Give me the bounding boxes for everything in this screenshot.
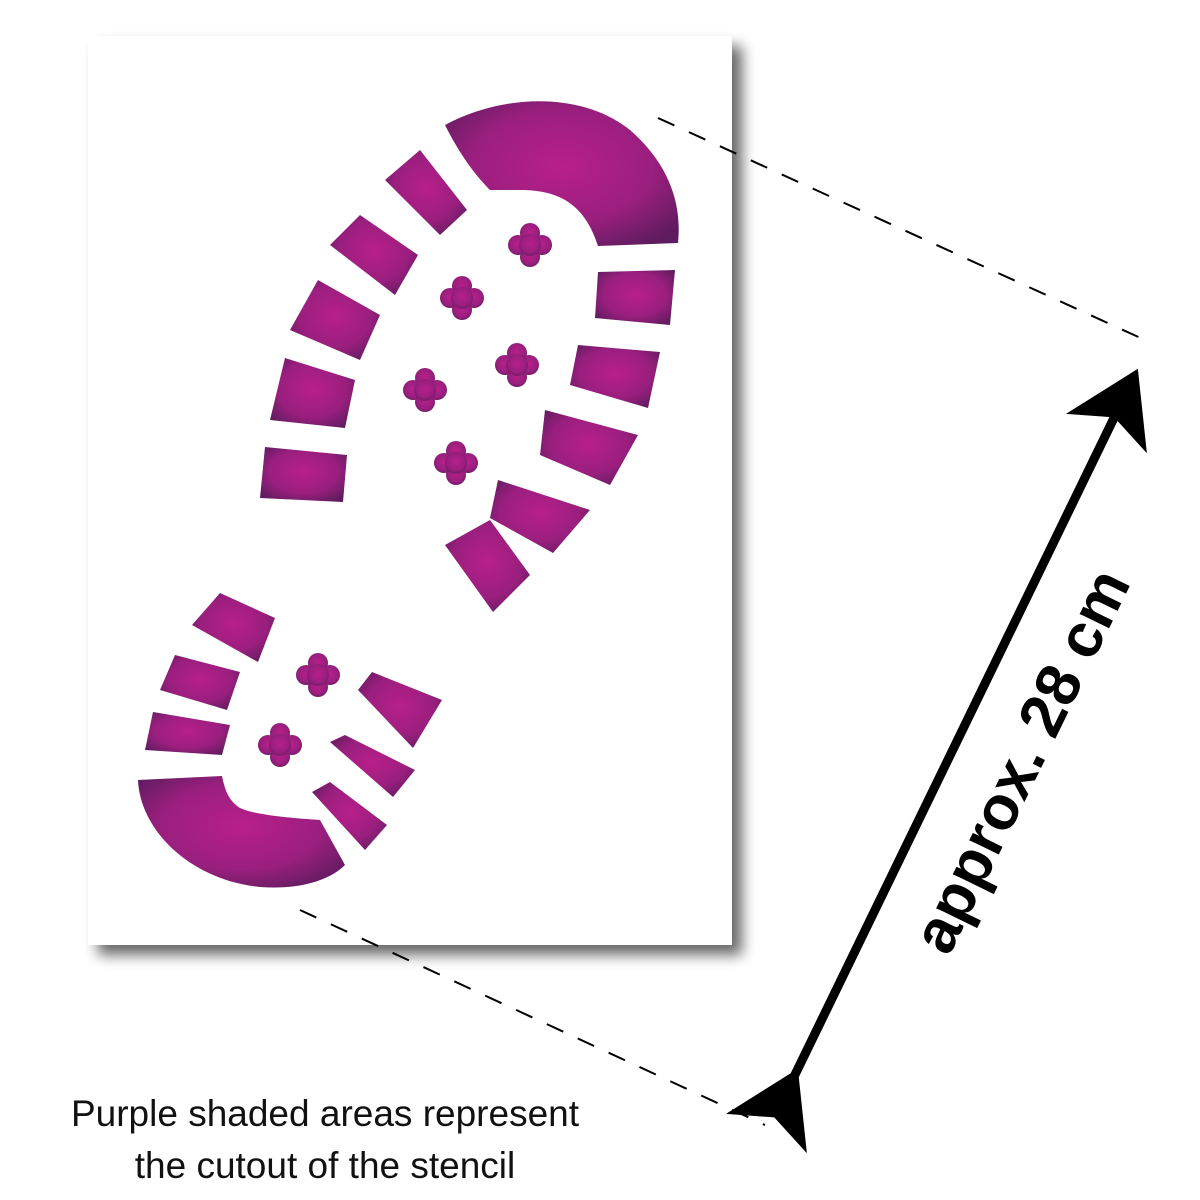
toe-arc-cutout [138,776,345,888]
lug-cutout [330,735,415,797]
dashed-guide-bottom [299,909,766,1126]
lug-cutout [270,358,355,428]
stud-cross-cutout [403,368,447,412]
lug-cutout [312,782,387,850]
lug-cutout [145,712,230,755]
lug-cutout [260,447,347,502]
dashed-guide-top [657,117,1146,341]
guide-lines [299,117,1146,1126]
stud-cross-cutout [296,653,340,697]
lug-cutout [290,280,380,360]
lug-cutout [192,593,275,662]
lug-cutout [358,672,442,748]
stud-cross-cutout [508,223,552,267]
lug-cutout [160,655,240,710]
stud-cross-cutout [495,343,539,387]
lug-cutout [385,150,467,235]
stud-cross-cutout [258,723,302,767]
dimension-label: approx. 28 cm [899,559,1144,964]
lug-cutout [490,480,590,553]
lug-cutout [540,410,638,485]
caption-line-2: the cutout of the stencil [134,1145,516,1186]
lug-cutout [330,215,418,295]
stud-cross-cutout [434,441,478,485]
lug-cutout [595,270,675,325]
boot-print-cutouts [138,101,679,888]
caption-line-1: Purple shaded areas represent [70,1093,580,1134]
stud-cross-cutout [440,276,484,320]
dimension-arrow [725,368,1147,1154]
heel-arc-cutout [445,101,679,246]
lug-cutout [445,520,530,612]
lug-cutout [570,345,660,408]
